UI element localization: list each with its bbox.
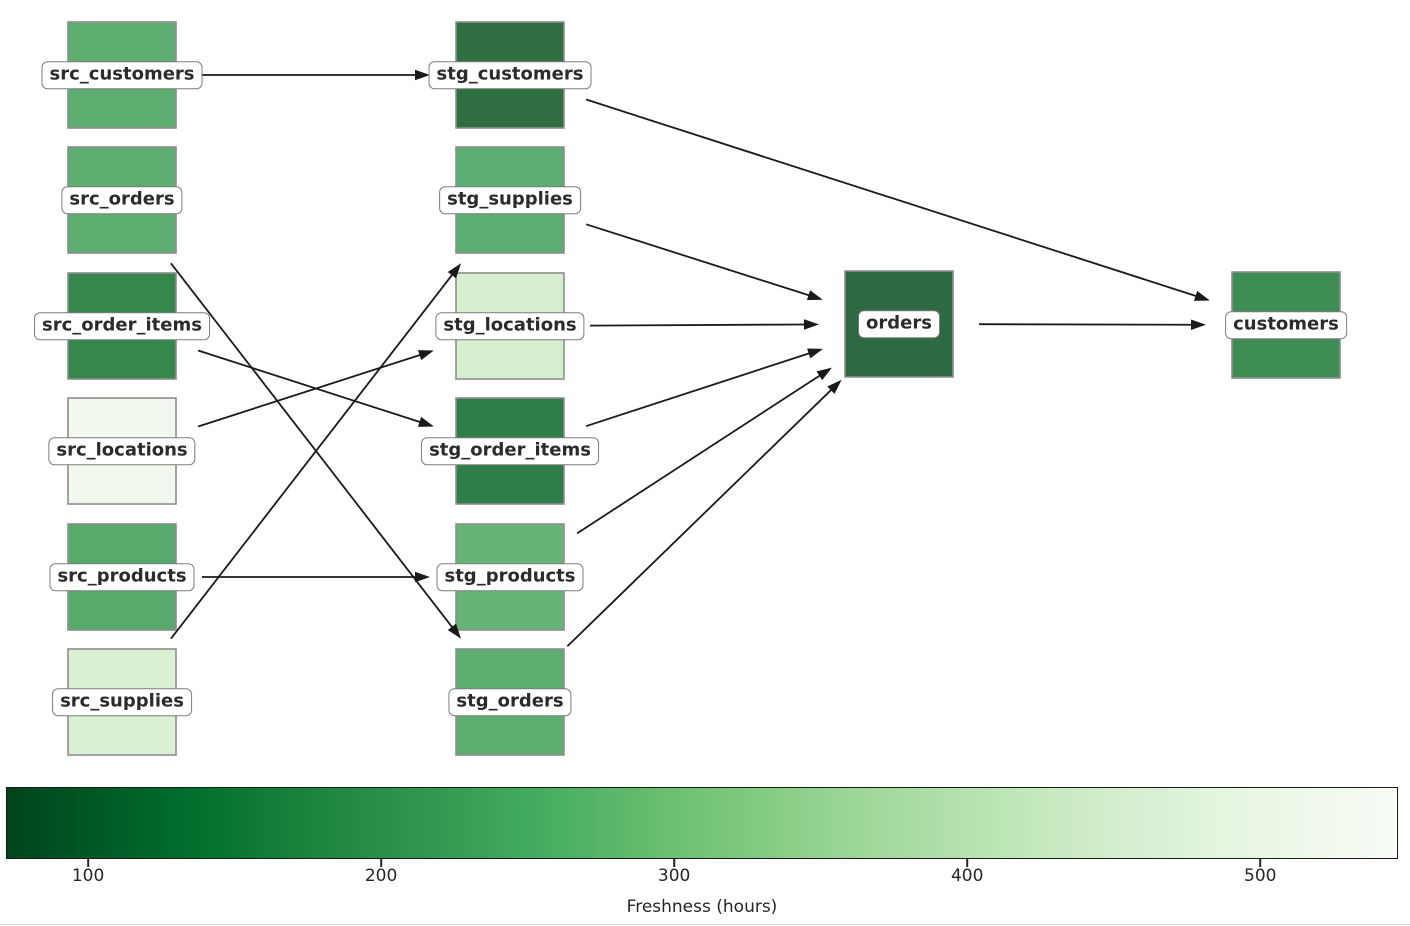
node-label-stg_customers: stg_customers bbox=[428, 61, 592, 89]
edge-src_supplies-to-stg_supplies bbox=[170, 273, 454, 640]
colorbar-tick-label-100: 100 bbox=[71, 866, 105, 886]
colorbar-tick-label-500: 500 bbox=[1244, 866, 1277, 886]
colorbar-tick-label-400: 400 bbox=[950, 866, 984, 886]
edge-stg_products-to-orders bbox=[576, 373, 822, 535]
edge-stg_locations-to-orders bbox=[589, 323, 807, 327]
node-label-src_customers: src_customers bbox=[41, 61, 203, 89]
edge-arrowhead-stg_products-to-orders bbox=[816, 367, 832, 381]
edge-arrowhead-stg_customers-to-customers bbox=[1193, 290, 1210, 301]
edge-arrowhead-orders-to-customers bbox=[1190, 319, 1207, 330]
colorbar-tick-100 bbox=[87, 859, 89, 867]
edge-arrowhead-stg_orders-to-orders bbox=[827, 379, 842, 394]
node-label-stg_orders: stg_orders bbox=[448, 688, 572, 716]
colorbar-tick-400 bbox=[966, 859, 968, 867]
node-label-src_products: src_products bbox=[49, 563, 195, 591]
edge-stg_order_items-to-orders bbox=[585, 352, 811, 428]
edge-src_order_items-to-stg_order_items bbox=[197, 349, 422, 424]
edge-arrowhead-src_products-to-stg_products bbox=[415, 571, 430, 583]
node-label-src_order_items: src_order_items bbox=[34, 312, 210, 340]
edge-arrowhead-stg_supplies-to-orders bbox=[806, 290, 823, 301]
node-label-stg_products: stg_products bbox=[436, 563, 584, 591]
node-label-stg_locations: stg_locations bbox=[435, 312, 585, 340]
freshness-colorbar bbox=[6, 787, 1398, 859]
node-label-stg_order_items: stg_order_items bbox=[421, 437, 599, 465]
edge-stg_orders-to-orders bbox=[566, 388, 833, 647]
edge-arrowhead-stg_order_items-to-orders bbox=[807, 348, 823, 359]
colorbar-tick-500 bbox=[1259, 859, 1262, 867]
node-label-stg_supplies: stg_supplies bbox=[439, 186, 581, 214]
colorbar-tick-300 bbox=[673, 859, 675, 867]
node-label-src_supplies: src_supplies bbox=[52, 688, 192, 716]
figure-bottom-edge bbox=[0, 924, 1410, 925]
colorbar-tick-label-200: 200 bbox=[364, 866, 398, 886]
edge-arrowhead-src_supplies-to-stg_supplies bbox=[447, 263, 462, 279]
edge-arrowhead-src_locations-to-stg_locations bbox=[417, 350, 434, 361]
edge-src_orders-to-stg_orders bbox=[170, 262, 454, 629]
node-label-src_locations: src_locations bbox=[48, 437, 196, 465]
node-label-customers: customers bbox=[1225, 311, 1347, 339]
edge-arrowhead-src_orders-to-stg_orders bbox=[447, 623, 462, 639]
colorbar-tick-label-300: 300 bbox=[657, 866, 691, 886]
edge-orders-to-customers bbox=[978, 323, 1194, 326]
node-label-src_orders: src_orders bbox=[61, 186, 183, 214]
edge-arrowhead-src_order_items-to-stg_order_items bbox=[417, 416, 434, 427]
colorbar-tick-200 bbox=[380, 859, 382, 867]
colorbar-axis-label: Freshness (hours) bbox=[626, 897, 778, 917]
edge-arrowhead-stg_locations-to-orders bbox=[803, 319, 820, 330]
edge-stg_customers-to-customers bbox=[585, 98, 1198, 298]
edge-arrowhead-src_customers-to-stg_customers bbox=[415, 69, 430, 81]
edge-src_locations-to-stg_locations bbox=[197, 353, 422, 428]
edge-stg_supplies-to-orders bbox=[585, 223, 811, 297]
node-label-orders: orders bbox=[858, 310, 940, 338]
